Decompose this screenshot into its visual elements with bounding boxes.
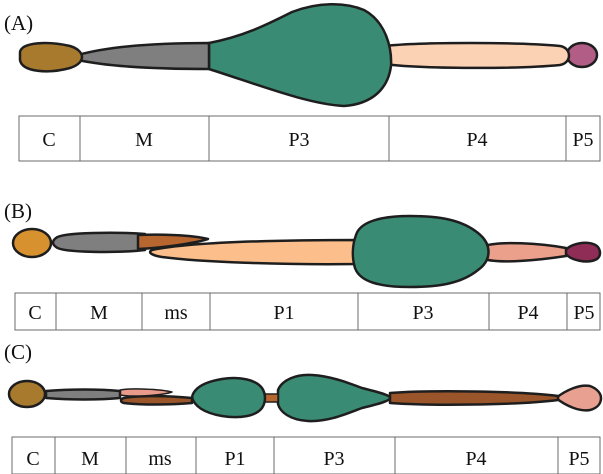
panel-b-m-shape xyxy=(53,233,145,252)
panel-c-p4-shape xyxy=(390,391,558,404)
panel-a-p4-shape xyxy=(385,43,569,68)
panel-c-label: (C) xyxy=(4,340,32,364)
panel-c-m-shape xyxy=(46,390,120,400)
panel-a-label-m: M xyxy=(135,129,153,151)
panel-b-p5-shape xyxy=(564,243,600,262)
panel-a-p5-shape xyxy=(567,43,597,67)
panel-b-label-p5: P5 xyxy=(573,302,594,324)
panel-c: (C) C M ms P1 P3 P4 P5 xyxy=(4,340,601,474)
panel-b-p3-shape xyxy=(353,216,489,287)
panel-b-label-p3: P3 xyxy=(412,302,433,324)
panel-c-label-p4: P4 xyxy=(465,448,486,470)
panel-b-label-p4: P4 xyxy=(517,302,538,324)
panel-b-label-p1: P1 xyxy=(273,302,294,324)
panel-c-p1-shape xyxy=(192,378,265,417)
panel-a-label-p5: P5 xyxy=(572,129,593,151)
panel-b-c-shape xyxy=(13,229,51,257)
panel-c-p3-shape xyxy=(278,375,390,421)
panel-b-label-ms: ms xyxy=(164,302,188,324)
panel-c-c-shape xyxy=(9,381,45,407)
panel-a: (A) C M P3 P4 P5 xyxy=(4,4,600,161)
panel-a-c-shape xyxy=(20,43,82,71)
panel-b-p4-shape xyxy=(484,243,566,261)
panel-c-ms-dark-shape xyxy=(121,396,192,404)
panel-a-label: (A) xyxy=(4,11,33,35)
panel-b-label: (B) xyxy=(4,199,32,223)
panel-c-label-ms: ms xyxy=(148,448,172,470)
panel-c-label-p1: P1 xyxy=(224,448,245,470)
panel-a-m-shape xyxy=(78,43,209,69)
panel-c-label-p5: P5 xyxy=(568,448,589,470)
panel-c-label-p3: P3 xyxy=(323,448,344,470)
panel-a-label-p3: P3 xyxy=(288,129,309,151)
panel-a-label-p4: P4 xyxy=(466,129,487,151)
panel-a-label-c: C xyxy=(42,129,55,151)
panel-b: (B) C M ms P1 P3 P4 P5 xyxy=(4,199,600,330)
panel-b-label-m: M xyxy=(90,302,108,324)
panel-b-label-c: C xyxy=(28,302,41,324)
panel-c-label-c: C xyxy=(26,448,39,470)
panel-c-label-m: M xyxy=(81,448,99,470)
panel-c-p5-shape xyxy=(556,386,601,411)
panel-a-p3-shape xyxy=(209,4,391,106)
